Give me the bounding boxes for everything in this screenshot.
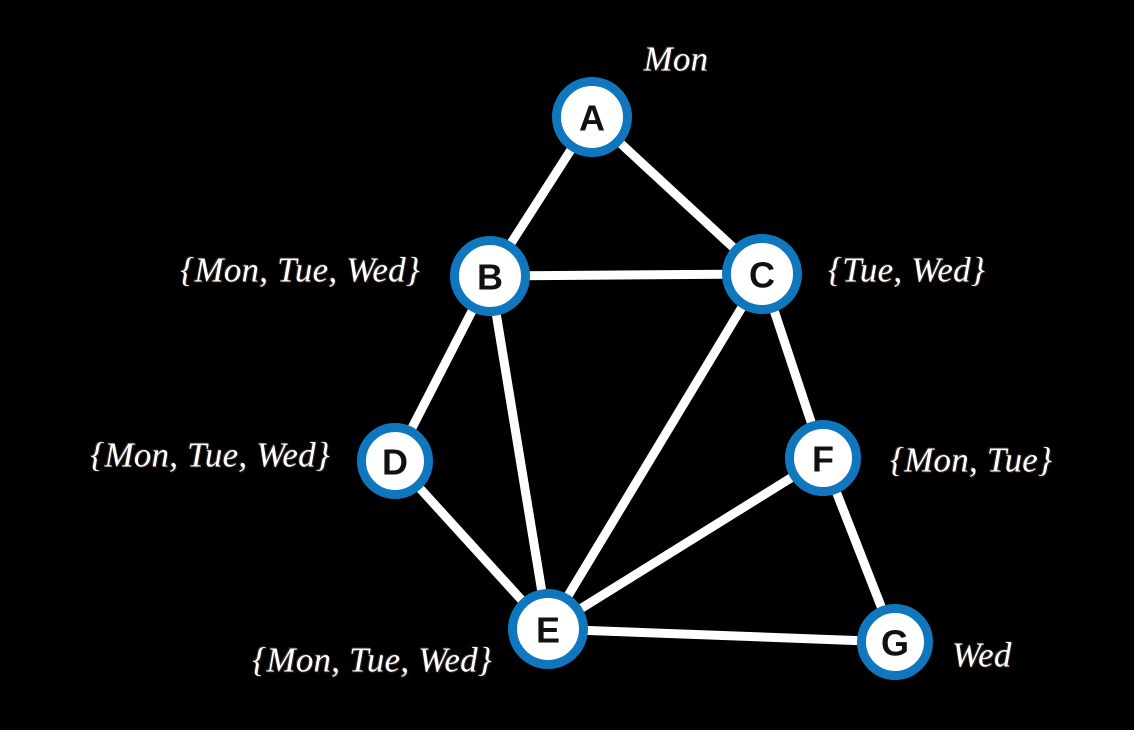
graph-edge-b-e xyxy=(485,271,553,634)
node-letter-d: D xyxy=(382,442,408,483)
node-letter-e: E xyxy=(536,610,560,651)
node-circle-c xyxy=(722,234,802,314)
node-letter-g: G xyxy=(881,623,909,664)
domain-label-f: {Mon, Tue} xyxy=(890,440,1053,480)
graph-edge-e-f xyxy=(543,453,828,634)
graph-node-e[interactable]: E xyxy=(508,589,588,669)
edges-layer xyxy=(390,112,900,647)
node-letter-b: B xyxy=(477,257,503,298)
node-circle-e xyxy=(508,589,588,669)
graph-node-g[interactable]: G xyxy=(857,604,933,680)
domain-label-a: Mon xyxy=(643,39,709,79)
graph-node-a[interactable]: A xyxy=(552,77,632,157)
domain-label-d: {Mon, Tue, Wed} xyxy=(90,435,330,475)
graph-edge-e-g xyxy=(543,624,900,647)
domain-label-c: {Tue, Wed} xyxy=(828,250,986,290)
domain-label-b: {Mon, Tue, Wed} xyxy=(180,250,420,290)
node-letter-c: C xyxy=(749,255,775,296)
nodes-layer: A B C D E F G xyxy=(357,77,933,680)
domain-label-g: Wed xyxy=(952,635,1012,675)
graph-edge-b-c xyxy=(485,269,767,281)
node-circle-d xyxy=(357,423,433,499)
node-circle-b xyxy=(450,236,530,316)
node-letter-f: F xyxy=(812,439,834,480)
domain-label-e: {Mon, Tue, Wed} xyxy=(252,640,492,680)
graph-edge-c-e xyxy=(543,269,767,634)
graph-node-b[interactable]: B xyxy=(450,236,530,316)
graph-node-d[interactable]: D xyxy=(357,423,433,499)
node-circle-f xyxy=(785,420,861,496)
node-circle-a xyxy=(552,77,632,157)
node-circle-g xyxy=(857,604,933,680)
node-letter-a: A xyxy=(579,98,605,139)
graph-node-f[interactable]: F xyxy=(785,420,861,496)
graph-node-c[interactable]: C xyxy=(722,234,802,314)
